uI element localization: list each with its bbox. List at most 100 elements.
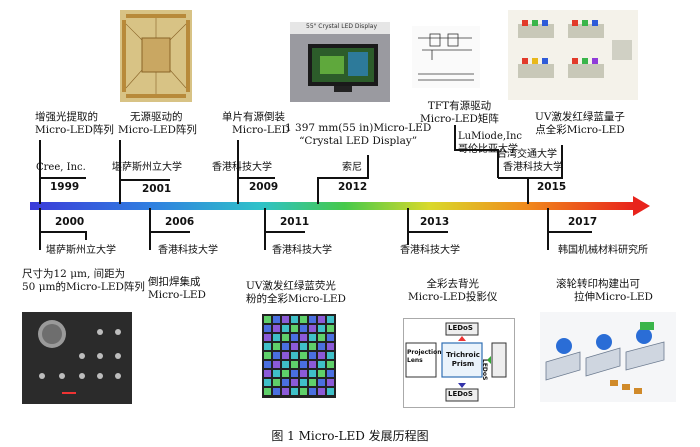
- desc-1999-line2: Micro-LED阵列: [35, 124, 114, 136]
- org-1999: Cree, Inc.: [36, 162, 86, 173]
- pixel-cell: [318, 361, 325, 368]
- proj-lens-line1: Projection: [407, 349, 442, 356]
- pixel-cell: [309, 352, 316, 359]
- figure-caption: 图 1 Micro-LED 发展历程图: [271, 429, 429, 443]
- pixel-cell: [327, 370, 334, 377]
- desc-1999: 增强光提取的 Micro-LED阵列: [35, 111, 114, 137]
- rgb-phosphor-grid-image: [262, 314, 336, 398]
- year-2017: 2017: [568, 216, 598, 228]
- pixel-cell: [282, 370, 289, 377]
- desc-2011: UV激发红绿蓝荧光 粉的全彩Micro-LED: [246, 280, 346, 306]
- year-2006: 2006: [165, 216, 195, 228]
- pixel-cell: [282, 388, 289, 395]
- pixel-cell: [318, 370, 325, 377]
- proj-side-label: LEDoS: [481, 359, 488, 381]
- desc-2013-line1: 全彩去背光: [426, 278, 479, 290]
- pixel-cell: [327, 388, 334, 395]
- org-2011: 香港科技大学: [272, 245, 332, 256]
- pixel-cell: [300, 379, 307, 386]
- pixel-cell: [273, 388, 280, 395]
- pixel-cell: [264, 343, 271, 350]
- pixel-cell: [327, 343, 334, 350]
- year-2001: 2001: [142, 183, 172, 195]
- desc-2009: 单片有源倒装 Micro-LED: [222, 111, 290, 137]
- desc-2015-uv-line1: UV激发红绿蓝量子: [535, 111, 625, 123]
- pixel-cell: [300, 361, 307, 368]
- pixel-cell: [291, 388, 298, 395]
- pixel-cell: [264, 361, 271, 368]
- connector-lines: [39, 125, 592, 250]
- pixel-cell: [300, 316, 307, 323]
- pixel-cell: [327, 334, 334, 341]
- pixel-cell: [273, 334, 280, 341]
- desc-2011-line1: UV激发红绿蓝荧光: [246, 280, 336, 292]
- org-2015-lumiode: LuMiode,Inc: [458, 131, 523, 142]
- desc-2011-line2: 粉的全彩Micro-LED: [246, 293, 346, 305]
- pixel-cell: [282, 325, 289, 332]
- org-2012: 索尼: [342, 162, 362, 173]
- pixel-cell: [309, 334, 316, 341]
- org-2015-nctu: 台湾交通大学: [497, 149, 557, 160]
- org-2009: 香港科技大学: [212, 162, 272, 173]
- qd-fullcolor-array-image: [508, 10, 638, 100]
- pixel-cell: [273, 361, 280, 368]
- pixel-cell: [273, 316, 280, 323]
- tft-circuit-diagram: [412, 26, 480, 88]
- desc-2013-line2: Micro-LED投影仪: [408, 291, 498, 303]
- crystal-led-tv-image: 55" Crystal LED Display: [290, 22, 390, 102]
- desc-2012: 1 397 mm(55 in)Micro-LED “Crystal LED Di…: [285, 122, 431, 148]
- proj-bottom-label: LEDoS: [448, 390, 473, 398]
- year-2013: 2013: [420, 216, 450, 228]
- year-1999: 1999: [50, 181, 80, 193]
- desc-2001: 无源驱动的 Micro-LED阵列: [118, 111, 197, 137]
- pixel-cell: [309, 370, 316, 377]
- pixel-cell: [309, 325, 316, 332]
- pixel-cell: [282, 361, 289, 368]
- pixel-cell: [300, 388, 307, 395]
- desc-2015-tft: TFT有源驱动 Micro-LED矩阵: [420, 100, 499, 126]
- sem-microled-image: [22, 312, 132, 404]
- desc-2017-line2: 拉伸Micro-LED: [574, 291, 653, 303]
- pixel-cell: [318, 325, 325, 332]
- desc-2012-line1: 1 397 mm(55 in)Micro-LED: [285, 122, 432, 134]
- desc-2000-line1: 尺寸为12 μm, 间距为: [22, 268, 126, 280]
- tv-caption: 55" Crystal LED Display: [306, 23, 378, 30]
- timeline-bar: [30, 202, 635, 210]
- desc-2013: 全彩去背光 Micro-LED投影仪: [408, 278, 497, 304]
- year-2009: 2009: [249, 181, 279, 193]
- pixel-cell: [309, 388, 316, 395]
- org-2013: 香港科技大学: [400, 245, 460, 256]
- org-2006: 香港科技大学: [158, 245, 218, 256]
- desc-2015-uv: UV激发红绿蓝量子 点全彩Micro-LED: [535, 111, 625, 137]
- pixel-cell: [273, 325, 280, 332]
- org-2015-hkust: 香港科技大学: [503, 162, 563, 173]
- proj-lens-line2: Lens: [407, 357, 423, 364]
- pixel-cell: [264, 352, 271, 359]
- pixel-cell: [291, 352, 298, 359]
- proj-top-label: LEDoS: [448, 324, 473, 332]
- pixel-cell: [264, 388, 271, 395]
- pixel-cell: [318, 352, 325, 359]
- desc-2000: 尺寸为12 μm, 间距为 50 μm的Micro-LED阵列: [22, 268, 145, 294]
- pixel-cell: [264, 370, 271, 377]
- pixel-cell: [309, 316, 316, 323]
- desc-2001-line1: 无源驱动的: [130, 111, 183, 123]
- pixel-cell: [291, 316, 298, 323]
- pixel-cell: [309, 343, 316, 350]
- pixel-cell: [300, 370, 307, 377]
- org-2015-columbia: 哥伦比亚大学: [458, 144, 518, 155]
- desc-2015-tft-line2: Micro-LED矩阵: [420, 113, 499, 125]
- pixel-cell: [282, 352, 289, 359]
- pixel-cell: [327, 361, 334, 368]
- pixel-cell: [273, 352, 280, 359]
- year-2011: 2011: [280, 216, 310, 228]
- desc-2006: 倒扣焊集成 Micro-LED: [148, 276, 206, 302]
- pixel-cell: [327, 352, 334, 359]
- pixel-cell: [264, 316, 271, 323]
- desc-2006-line2: Micro-LED: [148, 289, 206, 301]
- pixel-cell: [300, 325, 307, 332]
- pixel-cell: [318, 379, 325, 386]
- timeline-arrowhead: [633, 196, 650, 216]
- pixel-cell: [291, 379, 298, 386]
